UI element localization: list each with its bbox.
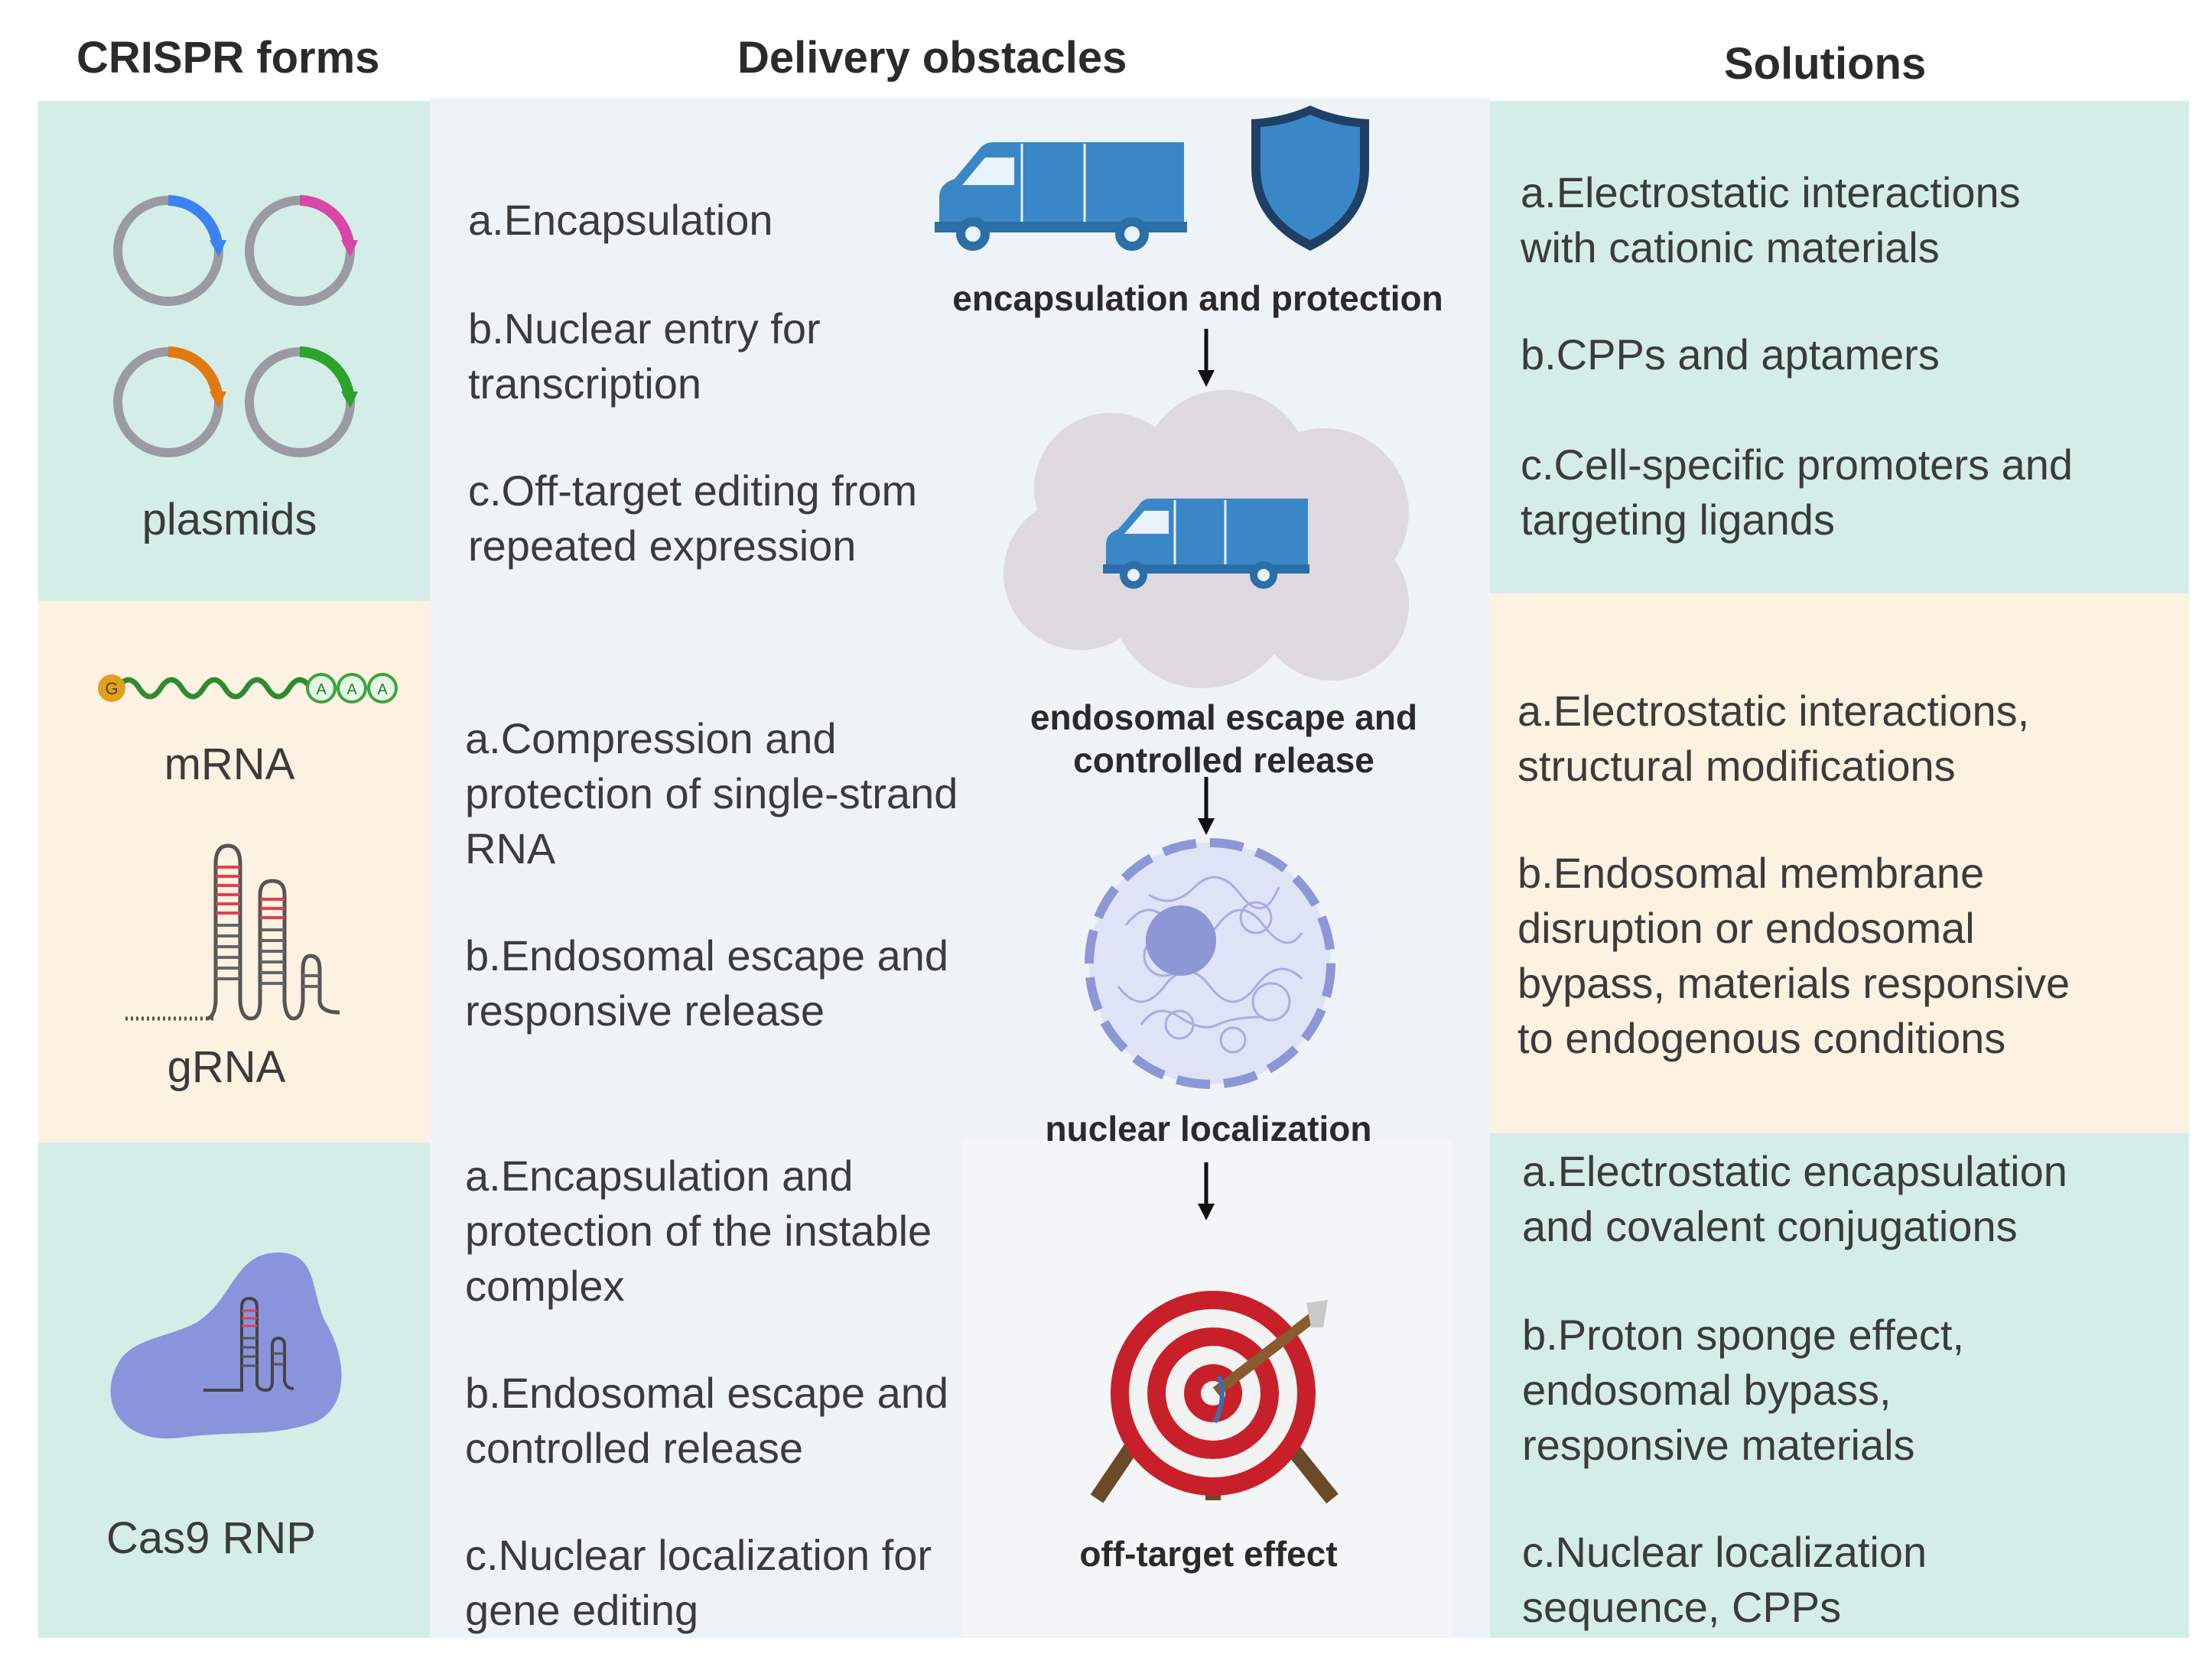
solutions-panel-rna <box>1490 593 2189 1133</box>
plasmid-blue-icon <box>113 195 226 306</box>
header-crispr-forms: CRISPR forms <box>76 33 380 83</box>
solution-plasmid-b: b.CPPs and aptamers <box>1521 330 1940 379</box>
target-icon <box>1090 1291 1339 1504</box>
step-encapsulation-label: encapsulation and protection <box>952 278 1443 318</box>
plasmid-icons <box>113 195 358 457</box>
mrna-icon: G A A A <box>98 673 398 704</box>
solutions-panel-plasmid <box>1490 101 2189 593</box>
step-offtarget-label: off-target effect <box>1079 1534 1338 1574</box>
header-solutions: Solutions <box>1724 39 1927 89</box>
polya-text-2: A <box>346 681 357 698</box>
delivery-van-icon <box>935 142 1187 251</box>
header-delivery-obstacles: Delivery obstacles <box>737 33 1127 83</box>
polya-text-1: A <box>316 681 327 698</box>
step-nuclear-label: nuclear localization <box>1045 1109 1372 1149</box>
solution-rna-a: a.Electrostatic interactions,structural … <box>1517 687 2030 790</box>
plasmid-orange-icon <box>113 346 226 457</box>
cas9-rnp-icon <box>110 1252 342 1439</box>
grna-label: gRNA <box>167 1042 286 1092</box>
plasmid-magenta-icon <box>245 195 358 306</box>
grna-icon <box>125 843 340 1021</box>
plasmid-green-icon <box>245 346 358 457</box>
obstacle-plasmid-a: a.Encapsulation <box>468 196 773 244</box>
polya-text-3: A <box>377 681 388 698</box>
arrow-down-icon <box>1198 777 1215 835</box>
mrna-label: mRNA <box>164 739 295 789</box>
nucleus-icon <box>1085 838 1335 1089</box>
arrow-down-icon <box>1198 329 1215 387</box>
shield-icon <box>1251 106 1369 251</box>
forms-panel-plasmid <box>38 101 430 601</box>
mrna-cap-text: G <box>105 679 118 698</box>
cas9-rnp-label: Cas9 RNP <box>106 1513 316 1563</box>
van-in-endosome-icon <box>1103 499 1309 589</box>
solutions-panel-rnp <box>1490 1133 2189 1638</box>
solution-rnp-b: b.Proton sponge effect,endosomal bypass,… <box>1522 1311 1965 1469</box>
plasmids-label: plasmids <box>142 495 317 544</box>
arrow-down-icon <box>1198 1162 1215 1220</box>
